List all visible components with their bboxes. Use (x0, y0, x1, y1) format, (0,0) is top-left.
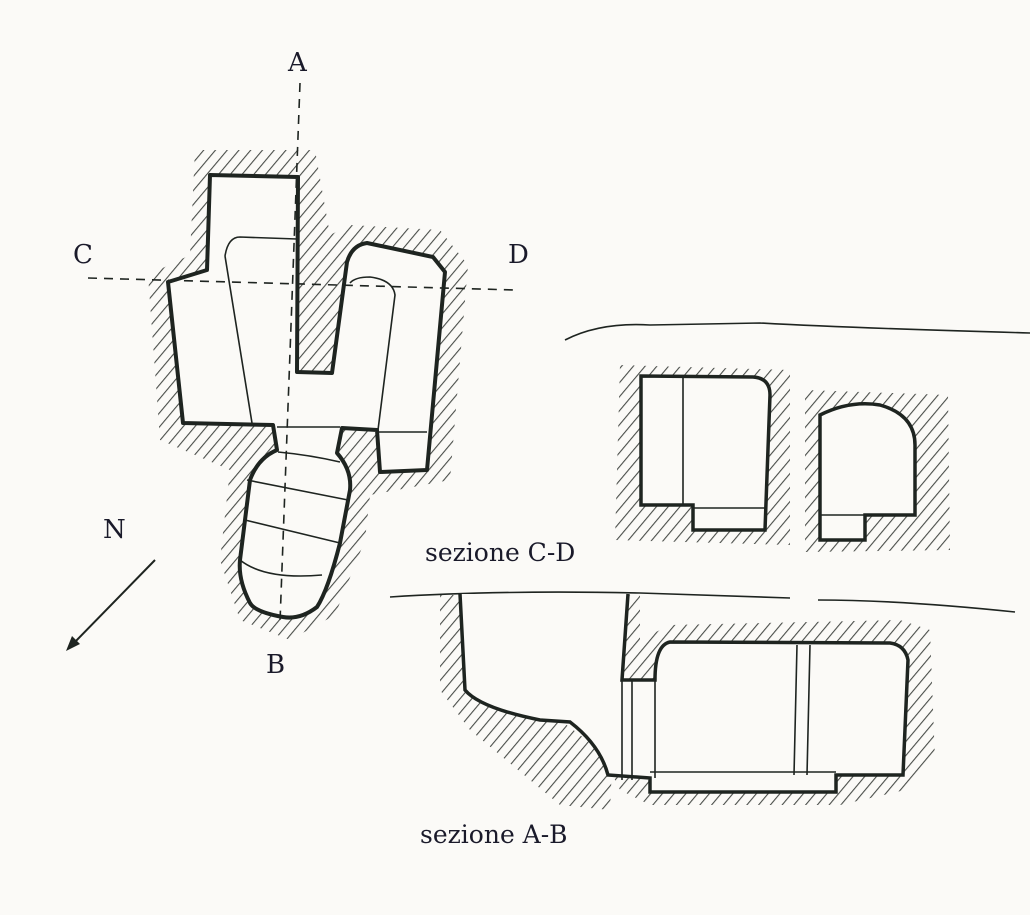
caption-section-ab: sezione A-B (420, 820, 568, 849)
section-line-ab (279, 82, 301, 623)
north-arrow (66, 559, 156, 651)
section-lines (87, 82, 516, 623)
section-marker-c: C (73, 240, 93, 270)
ground-line-cd (564, 322, 1030, 341)
plan-view (66, 82, 516, 651)
section-ab (389, 591, 1016, 810)
ground-line-ab (389, 591, 1016, 613)
section-marker-a: A (288, 48, 307, 78)
section-line-cd (87, 277, 516, 291)
interior-lines (224, 236, 427, 577)
section-cd (564, 322, 1030, 552)
section-marker-b: B (266, 650, 286, 680)
north-label: N (103, 515, 126, 545)
section-marker-d: D (508, 240, 529, 270)
caption-section-cd: sezione C-D (425, 538, 576, 567)
